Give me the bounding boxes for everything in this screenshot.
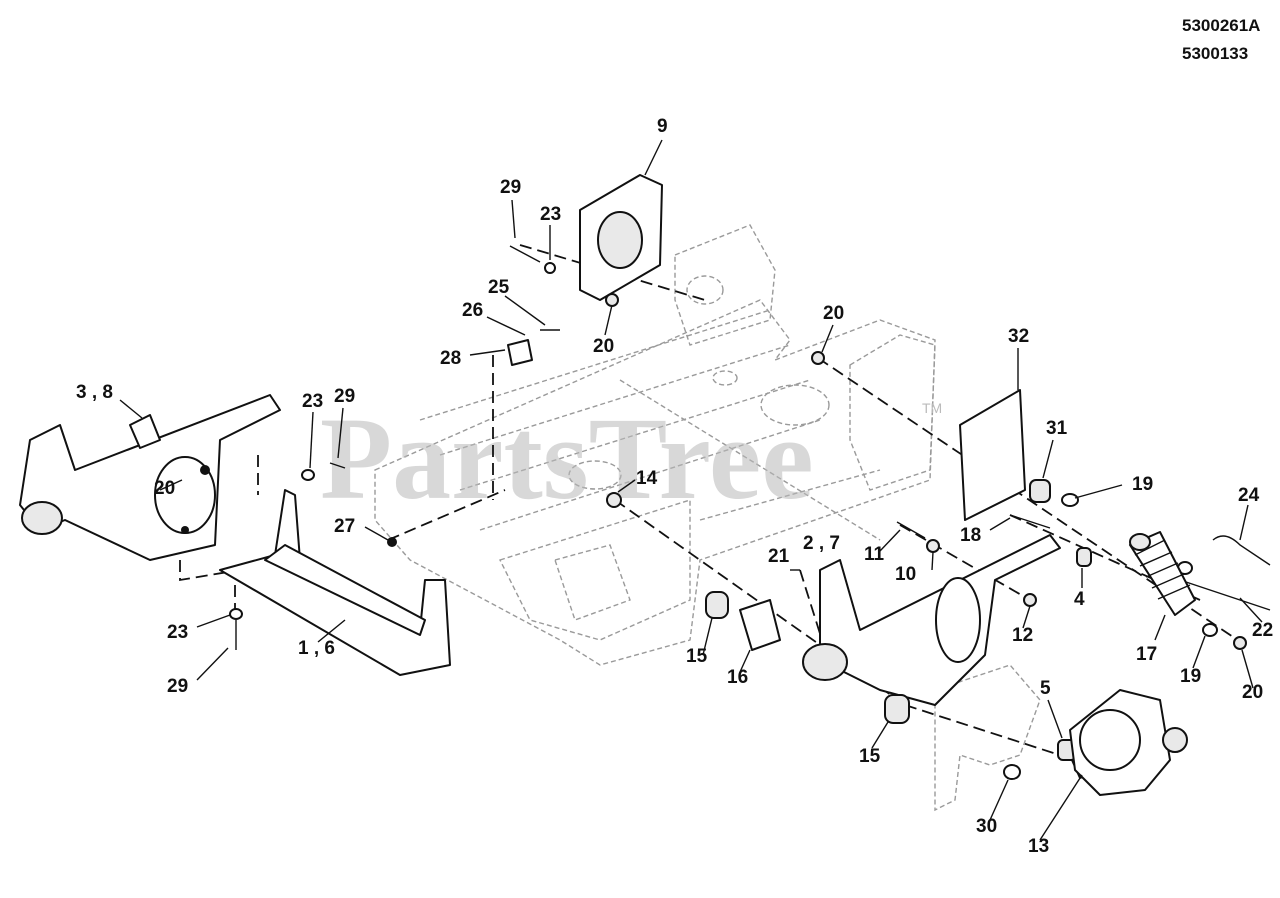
bolt-18 <box>1009 514 1051 529</box>
callout-29-top: 29 <box>500 177 521 198</box>
nut-12 <box>1023 593 1037 607</box>
bolt-22 <box>1179 579 1271 611</box>
nut-14 <box>606 492 622 508</box>
bolt-11 <box>896 521 926 539</box>
washer-30 <box>1003 764 1021 780</box>
callout-3-8: 3 , 8 <box>76 382 113 403</box>
spacer-16 <box>739 599 781 651</box>
washer-23-top <box>544 262 556 274</box>
callout-18: 18 <box>960 525 981 546</box>
callout-13: 13 <box>1028 836 1049 857</box>
callout-22: 22 <box>1252 620 1273 641</box>
callout-23-top: 23 <box>540 204 561 225</box>
callout-17: 17 <box>1136 644 1157 665</box>
nut-20-top <box>605 293 619 307</box>
callout-27: 27 <box>334 516 355 537</box>
bushing-15-right <box>884 694 910 724</box>
diagram-code-2: 5300133 <box>1182 44 1248 63</box>
callout-12: 12 <box>1012 625 1033 646</box>
crossmember-part-1-6 <box>219 489 451 676</box>
tool-24 <box>1212 535 1271 566</box>
callout-29-bottom: 29 <box>167 676 188 697</box>
callout-21: 21 <box>768 546 790 567</box>
callout-20-bottom: 20 <box>1242 682 1263 703</box>
hydro-transmission-unit <box>1069 689 1188 796</box>
nut-20-bottom <box>1233 636 1247 650</box>
mower-frame-outline <box>374 224 1041 812</box>
clip-28 <box>507 339 533 366</box>
callout-26: 26 <box>462 300 483 321</box>
washer-19-top <box>1061 493 1079 507</box>
callout-10: 10 <box>895 564 916 585</box>
callout-20-top: 20 <box>593 336 614 357</box>
callout-2-7: 2 , 7 <box>803 533 840 554</box>
spacer-10 <box>926 539 940 553</box>
callout-20-left: 20 <box>154 478 175 499</box>
spacer-31 <box>1029 479 1051 503</box>
callout-1-6: 1 , 6 <box>298 638 335 659</box>
watermark: PartsTree TM <box>320 393 942 524</box>
callout-15-left: 15 <box>686 646 708 667</box>
callout-9: 9 <box>657 116 668 137</box>
callout-32: 32 <box>1008 326 1029 347</box>
shock-absorber-17 <box>1129 531 1196 616</box>
bolt-29-top <box>509 245 541 263</box>
watermark-text: PartsTree <box>320 393 814 524</box>
leader-lines <box>119 139 1263 841</box>
bracket-part-3-8 <box>19 394 281 561</box>
callout-24: 24 <box>1238 485 1260 506</box>
callout-25: 25 <box>488 277 510 298</box>
callout-23-bottom: 23 <box>167 622 188 643</box>
callout-19-top: 19 <box>1132 474 1153 495</box>
watermark-trademark: TM <box>922 400 942 416</box>
plate-part-9 <box>579 174 663 301</box>
callout-labels: 9 29 23 25 26 28 20 20 32 3 , 8 23 29 20… <box>76 116 1273 857</box>
callout-16: 16 <box>727 667 748 688</box>
callout-23-left: 23 <box>302 391 323 412</box>
callout-5: 5 <box>1040 678 1051 699</box>
bushing-15-left <box>705 591 729 619</box>
callout-31: 31 <box>1046 418 1068 439</box>
callout-14: 14 <box>636 468 658 489</box>
callout-28: 28 <box>440 348 461 369</box>
washer-23-bottom <box>229 608 243 620</box>
callout-29-left: 29 <box>334 386 355 407</box>
callout-4: 4 <box>1074 589 1085 610</box>
washer-19-bottom <box>1202 623 1218 637</box>
fastener-27 <box>387 537 397 547</box>
callout-19-bottom: 19 <box>1180 666 1201 687</box>
diagram-code-1: 5300261A <box>1182 16 1260 35</box>
callout-15-right: 15 <box>859 746 881 767</box>
callout-20-mid: 20 <box>823 303 844 324</box>
spacer-4 <box>1076 547 1092 567</box>
bolt-29-left <box>329 462 346 469</box>
callout-30: 30 <box>976 816 997 837</box>
washer-23-left <box>301 469 315 481</box>
callout-11: 11 <box>864 544 885 565</box>
nut-20-mid <box>811 351 825 365</box>
plate-part-32 <box>959 389 1026 521</box>
bracket-part-2-7 <box>802 534 1061 706</box>
